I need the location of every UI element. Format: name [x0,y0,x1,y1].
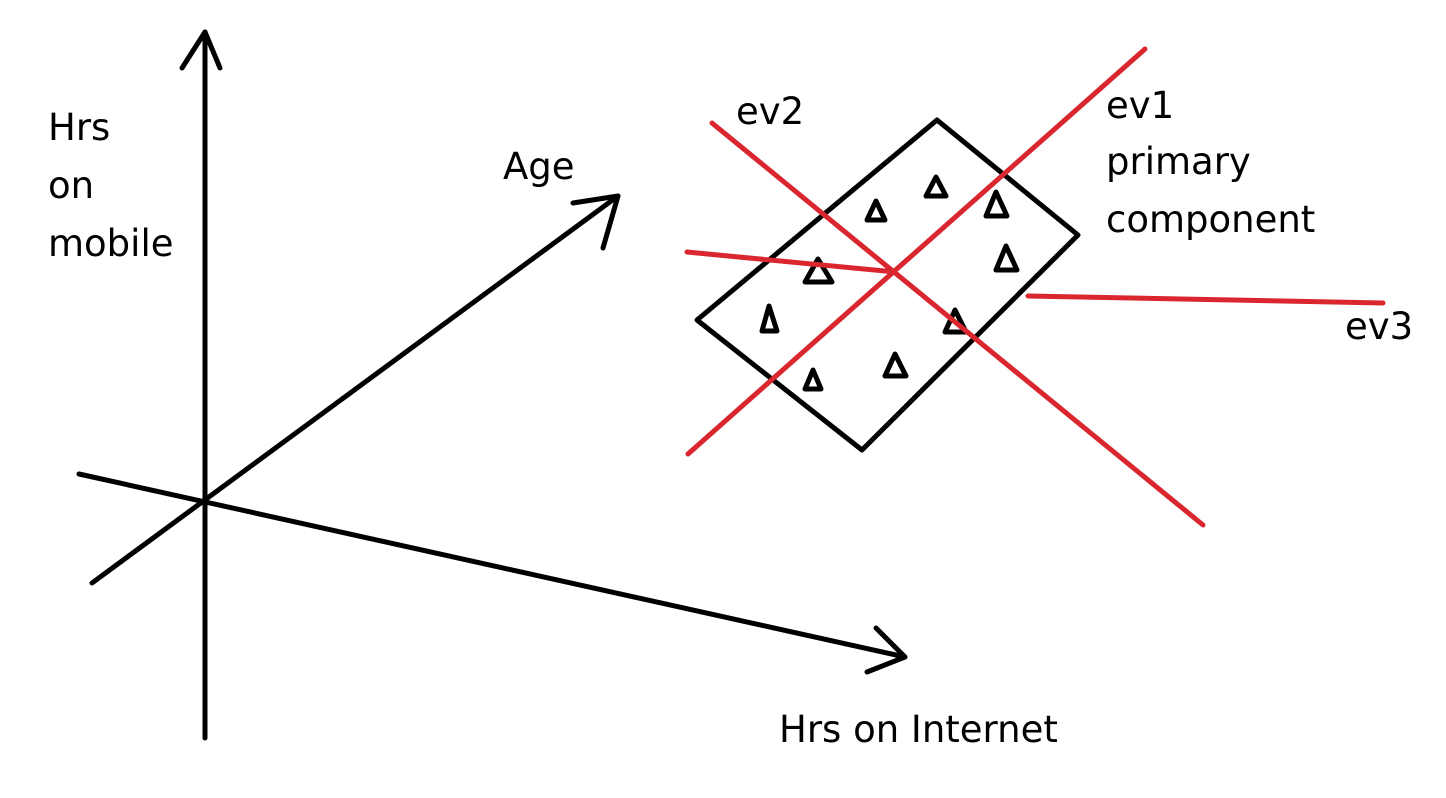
data-point [983,189,1010,219]
y-axis-label-line-1: Hrs [48,106,111,149]
data-point [759,303,780,334]
data-point [802,256,835,285]
data-point [864,198,888,223]
y-axis-label-line-2: on [48,164,95,207]
ev1-label-line-1: ev1 [1106,84,1175,127]
cluster-rectangle [694,117,1081,453]
x-axis-label: Hrs on Internet [779,708,1058,751]
ev3-label: ev3 [1345,305,1414,348]
data-points [759,174,1020,392]
ev2-line [709,120,1206,528]
z-axis-label: Age [503,145,575,188]
data-point [802,367,824,392]
ev3-line-left [684,249,898,275]
z-axis-line [89,193,621,586]
data-point [882,351,909,379]
data-point [923,174,949,199]
x-axis-arrowhead [864,625,908,675]
ev1-label-line-2: primary [1106,140,1251,183]
ev3-line-right [1025,293,1386,306]
ev1-line [685,46,1148,457]
ev1-label-line-3: component [1106,198,1316,241]
eigenvectors [684,46,1386,528]
x-axis-line [76,471,908,660]
axes [76,29,908,741]
data-point [993,243,1020,273]
y-axis-arrowhead [179,29,223,71]
ev2-label: ev2 [736,90,805,133]
z-axis-arrowhead [570,193,621,251]
y-axis-label-line-3: mobile [48,222,174,265]
